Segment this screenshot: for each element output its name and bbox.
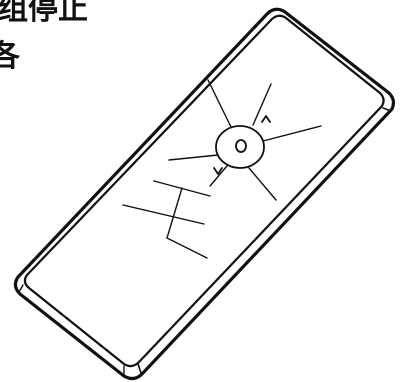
divider-up-left: [207, 79, 232, 128]
button-grid-middle: [122, 204, 205, 225]
center-button-icon: [235, 139, 247, 153]
center-button-ring: [215, 125, 265, 169]
divider-right: [262, 125, 322, 142]
remote-top-face: [23, 14, 385, 368]
remote-side-edge-upper: [382, 107, 392, 112]
remote-bottom-lip: [18, 284, 125, 377]
divider-up-right: [252, 83, 272, 126]
chevron-up-icon: [261, 115, 271, 123]
remote-side-edge-lower: [137, 363, 142, 374]
divider-down-left: [209, 165, 228, 187]
button-grid-vertical: [166, 187, 183, 239]
caption-line-2: 各: [0, 39, 20, 74]
chevron-down-icon: [213, 167, 223, 175]
divider-left: [168, 154, 219, 161]
divider-down-right: [248, 167, 277, 201]
caption-line-1: 组停止: [0, 0, 88, 27]
button-grid-bottom: [166, 237, 208, 259]
